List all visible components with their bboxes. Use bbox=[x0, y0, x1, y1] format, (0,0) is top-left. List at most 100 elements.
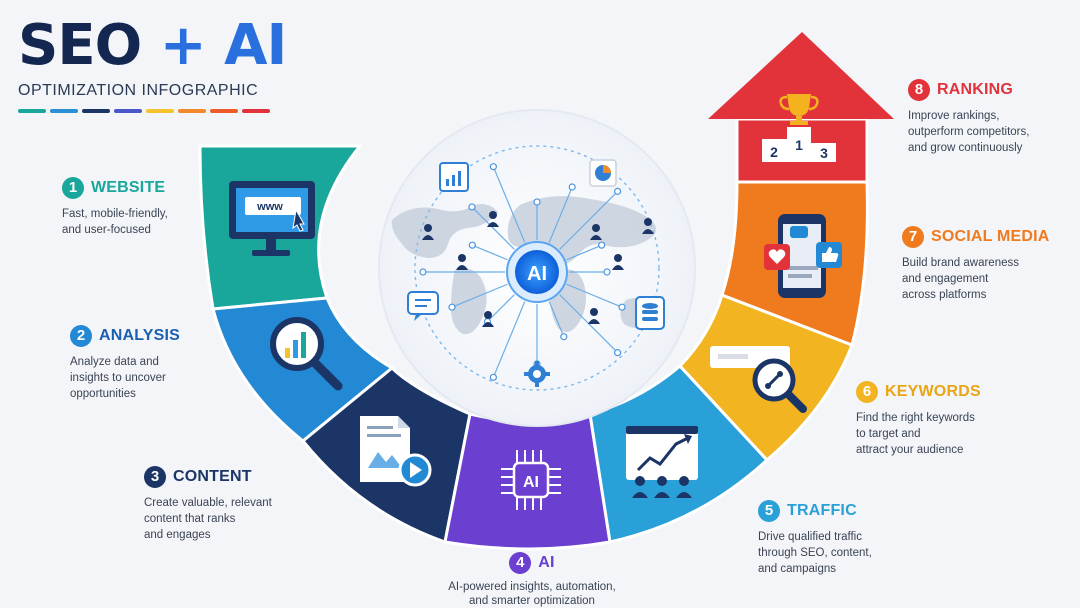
step-ranking: 8 RANKING Improve rankings,outperform com… bbox=[908, 79, 1080, 156]
step-title: ANALYSIS bbox=[99, 327, 181, 344]
person-icon bbox=[422, 224, 434, 240]
step-title: CONTENT bbox=[173, 468, 252, 485]
network-node bbox=[614, 349, 622, 357]
person-icon bbox=[642, 218, 654, 234]
person-icon bbox=[456, 254, 468, 270]
step-description: Improve rankings,outperform competitors,… bbox=[908, 110, 1030, 154]
color-bar-swatch bbox=[50, 109, 78, 113]
ranking-arrow-head bbox=[708, 32, 894, 119]
network-node bbox=[489, 373, 497, 381]
network-node bbox=[568, 183, 576, 191]
podium-third: 3 bbox=[820, 145, 828, 161]
person-icon bbox=[612, 254, 624, 270]
step-number-badge: 5 bbox=[758, 500, 780, 522]
hub-ai-label: AI bbox=[527, 263, 547, 285]
network-line bbox=[566, 244, 602, 261]
database-icon bbox=[635, 296, 665, 330]
network-node bbox=[614, 187, 622, 195]
network-line bbox=[548, 301, 565, 337]
network-node bbox=[603, 268, 611, 276]
network-node bbox=[618, 303, 626, 311]
network-line bbox=[548, 186, 573, 243]
step-number-badge: 4 bbox=[509, 552, 532, 574]
person-icon bbox=[487, 211, 499, 227]
step-description: AI-powered insights, automation,and smar… bbox=[448, 581, 616, 607]
trophy-podium-icon: 2 1 3 bbox=[762, 94, 836, 162]
step-description: Fast, mobile-friendly,and user-focused bbox=[62, 208, 168, 236]
step-number-badge: 1 bbox=[62, 177, 84, 199]
document-video-icon bbox=[360, 416, 432, 487]
person-icon bbox=[588, 308, 600, 324]
chat-bubble-icon bbox=[407, 291, 439, 321]
traffic-chart-audience-icon bbox=[626, 426, 698, 498]
title-seo: SEO bbox=[18, 13, 142, 78]
person-icon bbox=[590, 224, 602, 240]
step-number-badge: 2 bbox=[70, 325, 92, 347]
color-bar-swatch bbox=[82, 109, 110, 113]
network-node bbox=[560, 333, 568, 341]
network-line bbox=[487, 294, 515, 322]
gear-icon bbox=[524, 361, 550, 387]
hub: AI bbox=[378, 109, 696, 427]
page-subtitle: OPTIMIZATION INFOGRAPHIC bbox=[18, 82, 259, 99]
title-plus: + bbox=[159, 13, 207, 78]
network-line bbox=[472, 244, 508, 261]
title-color-bar bbox=[18, 109, 286, 113]
network-line bbox=[492, 301, 526, 378]
chip-ai-label: AI bbox=[523, 474, 539, 491]
network-node bbox=[468, 203, 476, 211]
pie-chart-icon bbox=[589, 159, 617, 187]
step-number-badge: 6 bbox=[856, 381, 878, 403]
network-node bbox=[448, 303, 456, 311]
magnifier-chart-icon bbox=[270, 317, 343, 391]
step-title: AI bbox=[538, 554, 555, 571]
color-bar-swatch bbox=[146, 109, 174, 113]
step-title: RANKING bbox=[937, 81, 1014, 98]
network-node bbox=[533, 198, 541, 206]
color-bar-swatch bbox=[114, 109, 142, 113]
monitor-www-icon: www bbox=[229, 181, 315, 256]
step-ai: 4 AI AI-powered insights, automation,and … bbox=[417, 552, 647, 608]
step-title: TRAFFIC bbox=[787, 502, 857, 519]
network-node bbox=[489, 163, 497, 171]
title-ai: AI bbox=[224, 13, 287, 78]
color-bar-swatch bbox=[178, 109, 206, 113]
ai-chip-icon: AI bbox=[501, 450, 561, 510]
step-title: KEYWORDS bbox=[885, 383, 981, 400]
step-website: 1 WEBSITE Fast, mobile-friendly,and user-… bbox=[62, 177, 292, 238]
color-bar-swatch bbox=[18, 109, 46, 113]
arrow-head-shape bbox=[708, 32, 894, 119]
step-number-badge: 8 bbox=[908, 79, 930, 101]
page-title: SEO + AI bbox=[18, 13, 287, 78]
network-node bbox=[419, 268, 427, 276]
podium-second: 2 bbox=[770, 144, 778, 160]
step-title: SOCIAL MEDIA bbox=[931, 228, 1050, 245]
www-label: www bbox=[256, 201, 283, 213]
network-line bbox=[492, 166, 526, 243]
network-line bbox=[566, 283, 623, 308]
network-line bbox=[559, 190, 619, 250]
step-title: WEBSITE bbox=[91, 179, 166, 196]
title-block: SEO + AI OPTIMIZATION INFOGRAPHIC bbox=[18, 13, 287, 113]
step-number-badge: 3 bbox=[144, 466, 166, 488]
network-line bbox=[471, 206, 515, 250]
bar-chart-icon bbox=[439, 162, 469, 192]
phone-social-icon bbox=[764, 214, 842, 298]
keyword-search-icon bbox=[710, 346, 807, 413]
color-bar-swatch bbox=[242, 109, 270, 113]
color-bar-swatch bbox=[210, 109, 238, 113]
podium-first: 1 bbox=[795, 137, 803, 153]
network-line bbox=[451, 283, 508, 308]
network-node bbox=[598, 241, 606, 249]
person-icon bbox=[482, 311, 494, 327]
